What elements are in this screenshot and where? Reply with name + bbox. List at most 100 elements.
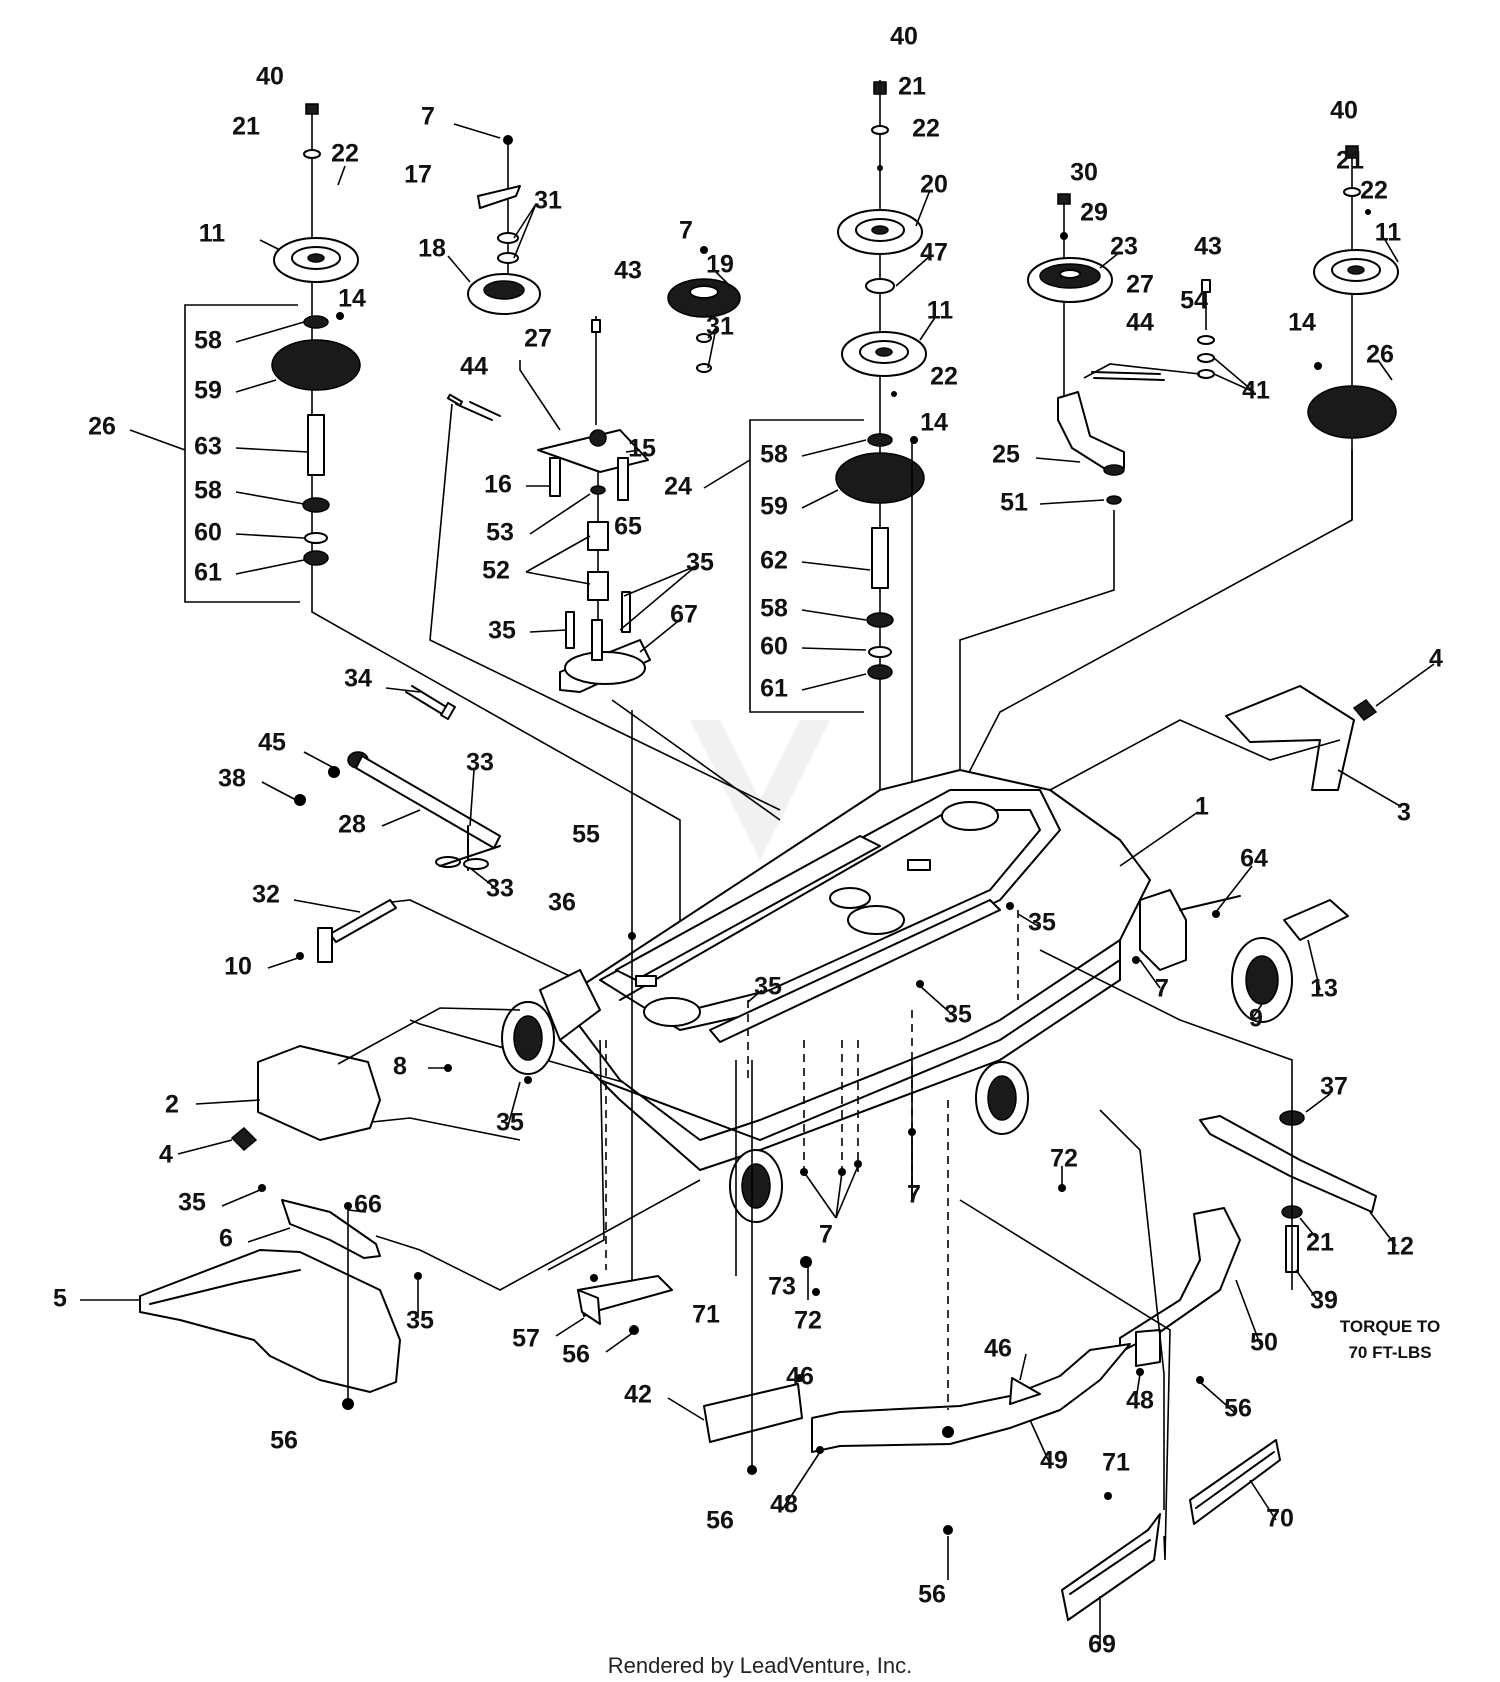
cutting-blade	[1039, 949, 1377, 1290]
part-callout-1: 1	[1195, 793, 1209, 821]
part-callout-17: 17	[404, 161, 432, 189]
part-callout-7: 7	[907, 1181, 921, 1209]
part-callout-55: 55	[572, 821, 600, 849]
part-callout-35: 35	[488, 617, 516, 645]
pivot-bracket	[547, 710, 673, 1335]
torque-note-line-1: TORQUE TO	[1340, 1317, 1440, 1336]
part-callout-35: 35	[496, 1109, 524, 1137]
discharge-cover-right	[1049, 685, 1378, 791]
part-callout-53: 53	[486, 519, 514, 547]
part-callout-24: 24	[664, 473, 692, 501]
part-callout-44: 44	[1126, 309, 1154, 337]
part-callout-29: 29	[1080, 199, 1108, 227]
right-spindle-assembly	[959, 145, 1399, 791]
part-callout-50: 50	[1250, 1329, 1278, 1357]
discharge-cover-left	[230, 1007, 521, 1152]
part-callout-22: 22	[331, 140, 359, 168]
part-callout-56: 56	[562, 1341, 590, 1369]
part-callout-3: 3	[1397, 799, 1411, 827]
part-callout-28: 28	[338, 811, 366, 839]
part-callout-51: 51	[1000, 489, 1028, 517]
part-callout-21: 21	[1306, 1229, 1334, 1257]
part-callout-71: 71	[1102, 1449, 1130, 1477]
part-callout-54: 54	[1180, 287, 1208, 315]
part-callout-9: 9	[1249, 1005, 1263, 1033]
part-callout-14: 14	[338, 285, 366, 313]
part-callout-12: 12	[1386, 1233, 1414, 1261]
part-callout-22: 22	[1360, 177, 1388, 205]
part-callout-22: 22	[930, 363, 958, 391]
part-callout-58: 58	[194, 477, 222, 505]
part-callout-2: 2	[165, 1091, 179, 1119]
part-callout-61: 61	[194, 559, 222, 587]
deck-lift-linkage	[294, 685, 721, 1111]
part-callout-60: 60	[194, 519, 222, 547]
part-callout-35: 35	[754, 973, 782, 1001]
part-callout-32: 32	[252, 881, 280, 909]
part-callout-39: 39	[1310, 1287, 1338, 1315]
part-callout-4: 4	[1429, 645, 1443, 673]
part-callout-21: 21	[232, 113, 260, 141]
part-callout-37: 37	[1320, 1073, 1348, 1101]
part-callout-49: 49	[1040, 1447, 1068, 1475]
dashed-fastener-lines	[296, 902, 1220, 1410]
part-callout-57: 57	[512, 1325, 540, 1353]
part-callout-59: 59	[194, 377, 222, 405]
part-callout-48: 48	[770, 1491, 798, 1519]
part-callout-33: 33	[466, 749, 494, 777]
part-callout-67: 67	[670, 601, 698, 629]
center-spindle-assembly	[749, 80, 927, 1200]
part-callout-27: 27	[524, 325, 552, 353]
deck-scrapers	[959, 1109, 1281, 1621]
rendered-by-footer: Rendered by LeadVenture, Inc.	[608, 1653, 913, 1678]
part-callout-66: 66	[354, 1191, 382, 1219]
deck-baffles	[703, 1060, 1241, 1535]
part-callout-16: 16	[484, 471, 512, 499]
part-callout-18: 18	[418, 235, 446, 263]
part-callout-21: 21	[898, 73, 926, 101]
part-callout-7: 7	[819, 1221, 833, 1249]
part-callout-21: 21	[1336, 147, 1364, 175]
part-number-callouts: 4021221114585926635860617173118719433127…	[53, 23, 1443, 1659]
part-callout-14: 14	[920, 409, 948, 437]
part-callout-45: 45	[258, 729, 286, 757]
part-callout-25: 25	[992, 441, 1020, 469]
callout-leader-lines	[80, 123, 1435, 1646]
part-callout-52: 52	[482, 557, 510, 585]
part-callout-13: 13	[1310, 975, 1338, 1003]
part-callout-35: 35	[178, 1189, 206, 1217]
part-callout-48: 48	[1126, 1387, 1154, 1415]
part-callout-56: 56	[706, 1507, 734, 1535]
right-idler-assembly	[959, 193, 1215, 980]
idler-bracket-assembly	[429, 135, 781, 821]
part-callout-31: 31	[706, 313, 734, 341]
part-callout-5: 5	[53, 1285, 67, 1313]
part-callout-11: 11	[199, 220, 226, 248]
part-callout-47: 47	[920, 239, 948, 267]
part-callout-70: 70	[1266, 1505, 1294, 1533]
part-callout-35: 35	[944, 1001, 972, 1029]
part-callout-40: 40	[256, 63, 284, 91]
part-callout-26: 26	[88, 413, 116, 441]
part-callout-7: 7	[679, 217, 693, 245]
part-callout-58: 58	[760, 441, 788, 469]
part-callout-60: 60	[760, 633, 788, 661]
part-callout-6: 6	[219, 1225, 233, 1253]
part-callout-65: 65	[614, 513, 642, 541]
part-callout-46: 46	[984, 1335, 1012, 1363]
part-callout-31: 31	[534, 187, 562, 215]
part-callout-7: 7	[1155, 975, 1169, 1003]
gauge-wheels	[501, 889, 1349, 1223]
part-callout-7: 7	[421, 103, 435, 131]
part-callout-56: 56	[1224, 1395, 1252, 1423]
torque-note-line-2: 70 FT-LBS	[1348, 1343, 1431, 1362]
part-callout-36: 36	[548, 889, 576, 917]
part-callout-69: 69	[1088, 1631, 1116, 1659]
part-callout-33: 33	[486, 875, 514, 903]
part-callout-72: 72	[1050, 1145, 1078, 1173]
part-callout-56: 56	[918, 1581, 946, 1609]
part-callout-59: 59	[760, 493, 788, 521]
part-callout-22: 22	[912, 115, 940, 143]
part-callout-38: 38	[218, 765, 246, 793]
